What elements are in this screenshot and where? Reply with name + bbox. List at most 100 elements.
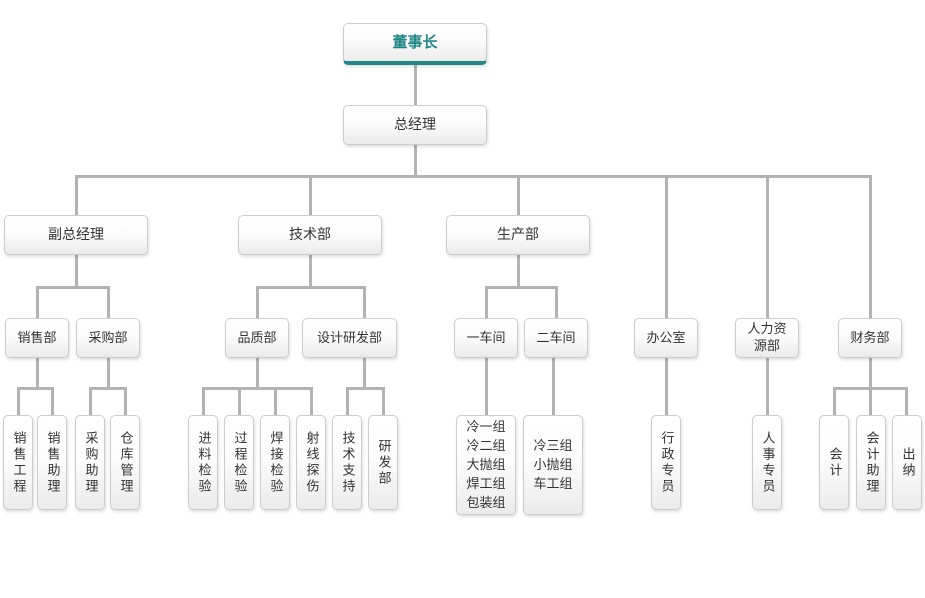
node-design-rd-dept-label: 设计研发部 bbox=[316, 330, 382, 346]
node-workshop2-groups-label: 冷三组 小抛组 车工组 bbox=[533, 438, 573, 492]
connector-line bbox=[485, 286, 558, 289]
connector-line bbox=[107, 286, 110, 318]
connector-line bbox=[766, 175, 769, 318]
node-cashier-label: 出纳 bbox=[899, 446, 915, 479]
node-production-dept[interactable]: 生产部 bbox=[446, 215, 590, 255]
connector-line bbox=[310, 387, 313, 415]
node-tech-dept[interactable]: 技术部 bbox=[238, 215, 382, 255]
node-radiographic-testing[interactable]: 射线探伤 bbox=[296, 415, 326, 510]
node-deputy-gm-label: 副总经理 bbox=[48, 226, 104, 243]
connector-line bbox=[869, 358, 872, 390]
node-hr-specialist-label: 人事专员 bbox=[759, 430, 775, 495]
connector-line bbox=[382, 387, 385, 415]
node-sales-assistant[interactable]: 销售助理 bbox=[37, 415, 67, 510]
node-welding-inspection[interactable]: 焊接检验 bbox=[260, 415, 290, 510]
connector-line bbox=[555, 286, 558, 318]
node-general-manager-label: 总经理 bbox=[394, 116, 436, 133]
node-rd-dept[interactable]: 研发部 bbox=[368, 415, 398, 510]
node-process-inspection-label: 过程检验 bbox=[231, 430, 247, 495]
node-workshop2[interactable]: 二车间 bbox=[524, 318, 588, 358]
connector-line bbox=[833, 387, 836, 415]
node-incoming-inspection[interactable]: 进料检验 bbox=[188, 415, 218, 510]
connector-line bbox=[256, 286, 366, 289]
connector-line bbox=[517, 255, 520, 289]
node-workshop1-groups-label: 冷一组 冷二组 大抛组 焊工组 包装组 bbox=[466, 419, 506, 511]
node-accounting-assistant[interactable]: 会计助理 bbox=[856, 415, 886, 510]
node-workshop1-label: 一车间 bbox=[466, 330, 506, 346]
node-tech-support-label: 技术支持 bbox=[339, 430, 355, 495]
connector-line bbox=[17, 387, 54, 390]
node-sales-engineering[interactable]: 销售工程 bbox=[3, 415, 33, 510]
connector-line bbox=[107, 358, 110, 390]
node-admin-specialist-label: 行政专员 bbox=[658, 430, 674, 495]
connector-line bbox=[36, 358, 39, 390]
node-warehouse-mgmt-label: 仓库管理 bbox=[117, 430, 133, 495]
connector-line bbox=[665, 358, 668, 415]
connector-line bbox=[665, 175, 668, 318]
connector-line bbox=[202, 387, 205, 415]
connector-line bbox=[485, 286, 488, 318]
node-tech-dept-label: 技术部 bbox=[289, 226, 331, 243]
connector-line bbox=[346, 387, 349, 415]
connector-line bbox=[256, 286, 259, 318]
node-finance-dept-label: 财务部 bbox=[850, 330, 890, 346]
node-accountant[interactable]: 会计 bbox=[819, 415, 849, 510]
node-deputy-gm[interactable]: 副总经理 bbox=[4, 215, 148, 255]
node-radiographic-testing-label: 射线探伤 bbox=[303, 430, 319, 495]
node-sales-assistant-label: 销售助理 bbox=[44, 430, 60, 495]
node-chairman[interactable]: 董事长 bbox=[343, 23, 487, 65]
node-sales-engineering-label: 销售工程 bbox=[10, 430, 26, 495]
connector-line bbox=[517, 175, 520, 215]
node-warehouse-mgmt[interactable]: 仓库管理 bbox=[110, 415, 140, 510]
node-workshop2-groups[interactable]: 冷三组 小抛组 车工组 bbox=[523, 415, 583, 515]
connector-line bbox=[89, 387, 92, 415]
node-hr-specialist[interactable]: 人事专员 bbox=[752, 415, 782, 510]
node-office-label: 办公室 bbox=[646, 330, 686, 346]
node-sales-dept-label: 销售部 bbox=[17, 330, 57, 346]
connector-line bbox=[274, 387, 277, 415]
node-incoming-inspection-label: 进料检验 bbox=[195, 430, 211, 495]
node-production-dept-label: 生产部 bbox=[497, 226, 539, 243]
connector-line bbox=[17, 387, 20, 415]
node-accounting-assistant-label: 会计助理 bbox=[863, 430, 879, 495]
connector-line bbox=[552, 358, 555, 415]
node-tech-support[interactable]: 技术支持 bbox=[332, 415, 362, 510]
connector-line bbox=[75, 175, 78, 215]
connector-line bbox=[766, 358, 769, 415]
connector-line bbox=[36, 286, 110, 289]
node-office[interactable]: 办公室 bbox=[634, 318, 698, 358]
node-purchasing-assistant-label: 采购助理 bbox=[82, 430, 98, 495]
node-admin-specialist[interactable]: 行政专员 bbox=[651, 415, 681, 510]
node-quality-dept-label: 品质部 bbox=[237, 330, 277, 346]
connector-line bbox=[363, 286, 366, 318]
node-workshop1[interactable]: 一车间 bbox=[454, 318, 518, 358]
node-rd-dept-label: 研发部 bbox=[375, 438, 391, 487]
connector-line bbox=[485, 358, 488, 415]
node-general-manager[interactable]: 总经理 bbox=[343, 105, 487, 145]
node-purchasing-dept-label: 采购部 bbox=[88, 330, 128, 346]
node-chairman-label: 董事长 bbox=[392, 33, 438, 51]
node-purchasing-dept[interactable]: 采购部 bbox=[76, 318, 140, 358]
node-hr-dept[interactable]: 人力资 源部 bbox=[735, 318, 799, 358]
node-workshop1-groups[interactable]: 冷一组 冷二组 大抛组 焊工组 包装组 bbox=[456, 415, 516, 515]
node-accountant-label: 会计 bbox=[826, 446, 842, 479]
node-hr-dept-label: 人力资 源部 bbox=[747, 322, 787, 354]
connector-line bbox=[75, 175, 872, 178]
node-purchasing-assistant[interactable]: 采购助理 bbox=[75, 415, 105, 510]
connector-line bbox=[89, 387, 127, 390]
connector-line bbox=[51, 387, 54, 415]
connector-line bbox=[124, 387, 127, 415]
connector-line bbox=[309, 255, 312, 289]
connector-line bbox=[905, 387, 908, 415]
node-quality-dept[interactable]: 品质部 bbox=[225, 318, 289, 358]
connector-line bbox=[256, 358, 259, 390]
node-sales-dept[interactable]: 销售部 bbox=[5, 318, 69, 358]
node-process-inspection[interactable]: 过程检验 bbox=[224, 415, 254, 510]
connector-line bbox=[414, 65, 417, 105]
node-finance-dept[interactable]: 财务部 bbox=[838, 318, 902, 358]
node-design-rd-dept[interactable]: 设计研发部 bbox=[302, 318, 397, 358]
connector-line bbox=[869, 387, 872, 415]
connector-line bbox=[869, 175, 872, 318]
node-cashier[interactable]: 出纳 bbox=[892, 415, 922, 510]
